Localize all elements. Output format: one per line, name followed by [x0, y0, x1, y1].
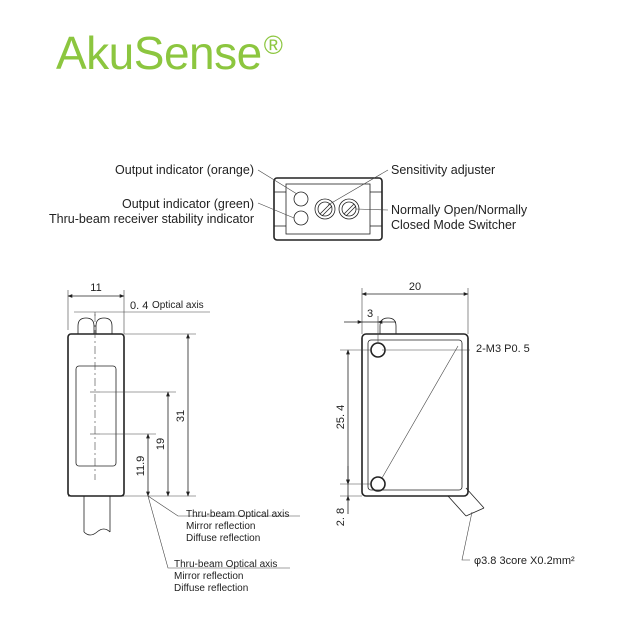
note1-line2: Mirror reflection [186, 521, 255, 532]
dim-side-19: 19 [155, 438, 167, 450]
top-view-panel [285, 183, 371, 235]
side-view-window [75, 365, 117, 467]
note2-line3: Diffuse reflection [174, 583, 248, 594]
label-sensitivity: Sensitivity adjuster [391, 163, 495, 177]
label-no-nc-2: Closed Mode Switcher [391, 218, 516, 232]
label-cable: φ3.8 3core X0.2mm² [474, 555, 575, 567]
note2-line2: Mirror reflection [174, 571, 243, 582]
dim-side-11-9: 11.9 [135, 456, 147, 477]
label-stability: Thru-beam receiver stability indicator [49, 212, 254, 226]
registered-mark: ® [263, 30, 283, 60]
brand-name: AkuSense [56, 27, 262, 79]
dim-front-25-4: 25. 4 [335, 405, 347, 429]
top-view [257, 169, 389, 241]
dim-side-height: 31 [175, 410, 187, 422]
dim-front-3: 3 [367, 308, 373, 320]
note2-line1: Thru-beam Optical axis [174, 559, 277, 570]
dim-front-width: 20 [409, 281, 421, 293]
top-view-body [273, 177, 383, 241]
sensitivity-adjuster-dial [314, 198, 336, 220]
mount-hole-bottom [370, 476, 386, 492]
label-output-orange: Output indicator (orange) [115, 163, 254, 177]
label-output-green: Output indicator (green) [122, 197, 254, 211]
label-thread: 2-M3 P0. 5 [476, 343, 530, 355]
side-view [67, 290, 300, 569]
brand-logo: AkuSense® [56, 27, 283, 79]
dim-side-width: 11 [90, 282, 101, 294]
label-no-nc-1: Normally Open/Normally [391, 203, 528, 217]
front-view-body [361, 333, 469, 497]
note1-line1: Thru-beam Optical axis [186, 509, 289, 520]
orange-indicator-led [293, 191, 309, 207]
front-view [340, 288, 485, 561]
dim-front-2-8: 2. 8 [335, 508, 347, 526]
green-indicator-led [293, 210, 309, 226]
note1-line3: Diffuse reflection [186, 533, 260, 544]
dim-side-offset: 0. 4 [130, 300, 148, 312]
label-optical-axis: Optical axis [152, 300, 204, 311]
